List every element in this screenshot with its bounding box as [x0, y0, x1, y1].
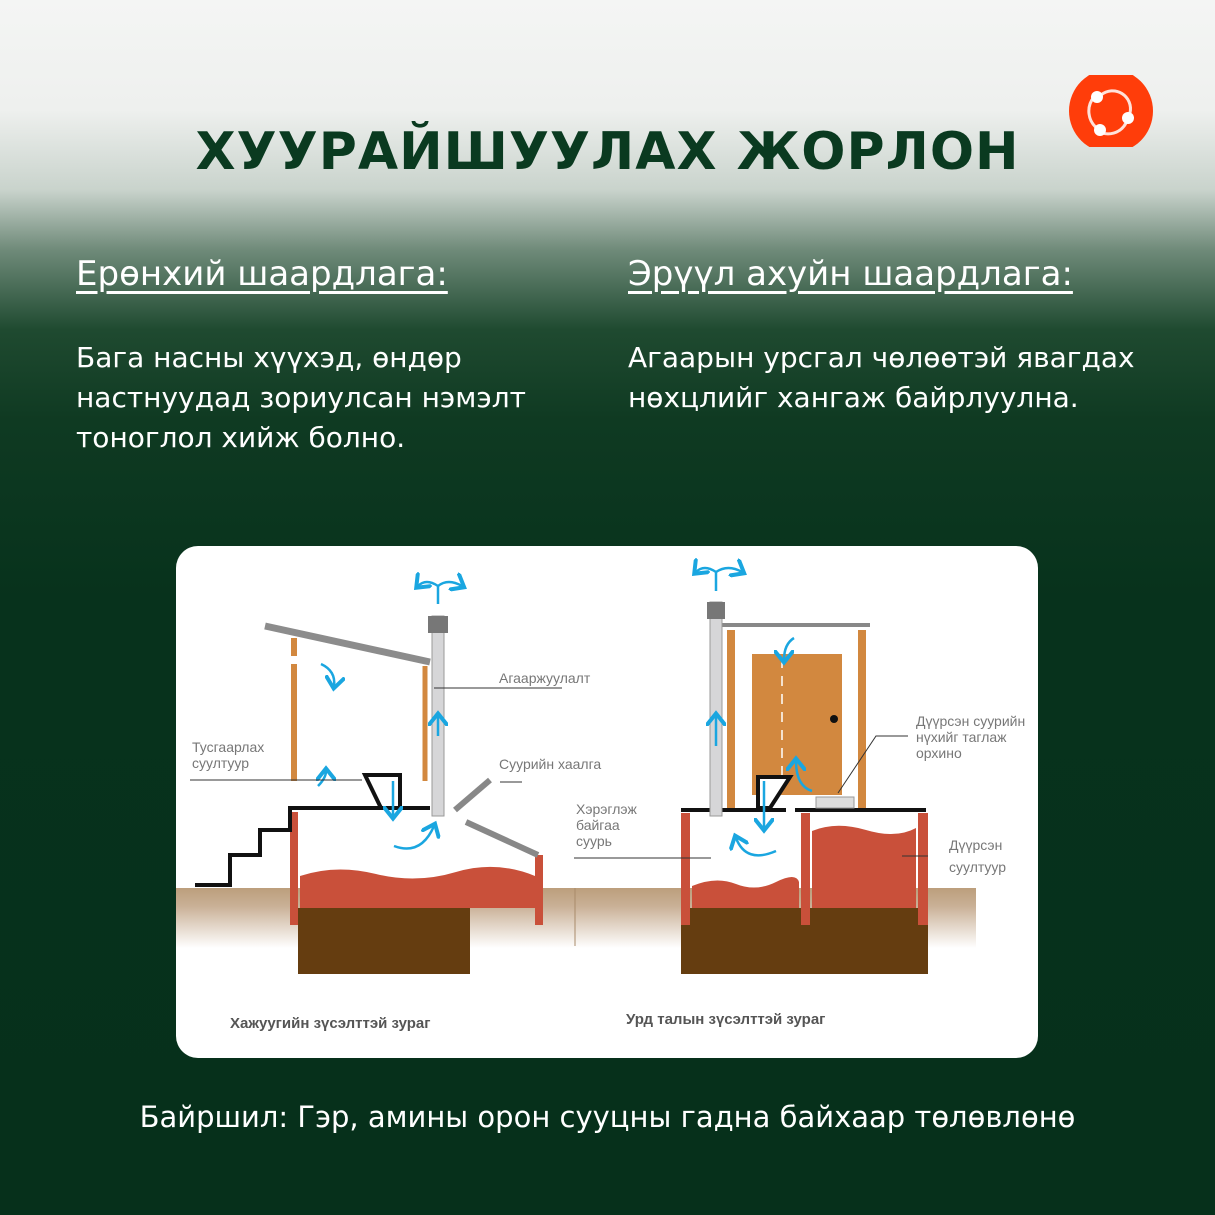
label-separating-seat: Тусгаарлах суултуур [192, 739, 265, 771]
label-ventilation: Агааржуулалт [499, 670, 591, 686]
hygiene-requirements-heading: Эрүүл ахуйн шаардлага: [628, 254, 1073, 294]
toilet-diagram [176, 546, 976, 974]
full-pit-cover [815, 796, 855, 809]
pit-wall [918, 813, 928, 925]
front-section-view [576, 568, 928, 974]
pit-wall [801, 813, 810, 925]
diagram-card: Агааржуулалт Тусгаарлах суултуур Суурийн… [176, 546, 1038, 1058]
airflow-arrows [318, 582, 462, 850]
airflow-arrows [696, 568, 813, 857]
pit-wall [681, 813, 690, 925]
label-full-seat: Дүүрсэн суултуур [949, 837, 1007, 875]
vent-pipe [709, 601, 723, 817]
leader-lines [576, 735, 928, 859]
vent-cap [428, 616, 448, 633]
location-note: Байршил: Гэр, амины орон сууцны гадна ба… [139, 1100, 1076, 1134]
soil [298, 908, 470, 974]
pit-door [453, 777, 492, 813]
caption-front-view: Урд талын зүсэлттэй зураг [626, 1011, 826, 1028]
door-handle [830, 715, 838, 723]
general-requirements-text: Бага насны хүүхэд, өндөр настнуудад зори… [76, 341, 526, 454]
page-title: ХУУРАЙШУУЛАХ ЖОРЛОН [195, 122, 1020, 182]
seat [756, 775, 794, 810]
sludge [300, 866, 535, 908]
label-pit-in-use: Хэрэглэж байгаа суурь [576, 801, 637, 849]
side-section-view [190, 582, 711, 974]
caption-side-view: Хажуугийн зүсэлттэй зураг [230, 1015, 431, 1032]
sludge [692, 877, 799, 908]
hygiene-requirements: Эрүүл ахуйн шаардлага: Агаарын урсгал чө… [628, 254, 1148, 418]
label-full-pit-cover: Дүүрсэн суурийн нүхийг таглаж орхино [916, 713, 1026, 761]
pit-wall [535, 855, 543, 925]
roof [264, 622, 431, 666]
wall-post [858, 630, 866, 810]
stairs [195, 806, 430, 887]
separating-seat [361, 773, 402, 810]
general-requirements: Ерөнхий шаардлага: Бага насны хүүхэд, өн… [76, 254, 596, 458]
full-pit-sludge [812, 825, 916, 908]
hygiene-requirements-text: Агаарын урсгал чөлөөтэй явагдах нөхцлийг… [628, 341, 1135, 414]
vent-cap [707, 602, 725, 619]
orbit-logo-icon [1069, 75, 1153, 147]
label-pit-door: Суурийн хаалга [499, 756, 602, 772]
pit-door [464, 819, 540, 858]
wall-post [727, 630, 735, 810]
general-requirements-heading: Ерөнхий шаардлага: [76, 254, 448, 294]
pit-wall [290, 812, 298, 925]
